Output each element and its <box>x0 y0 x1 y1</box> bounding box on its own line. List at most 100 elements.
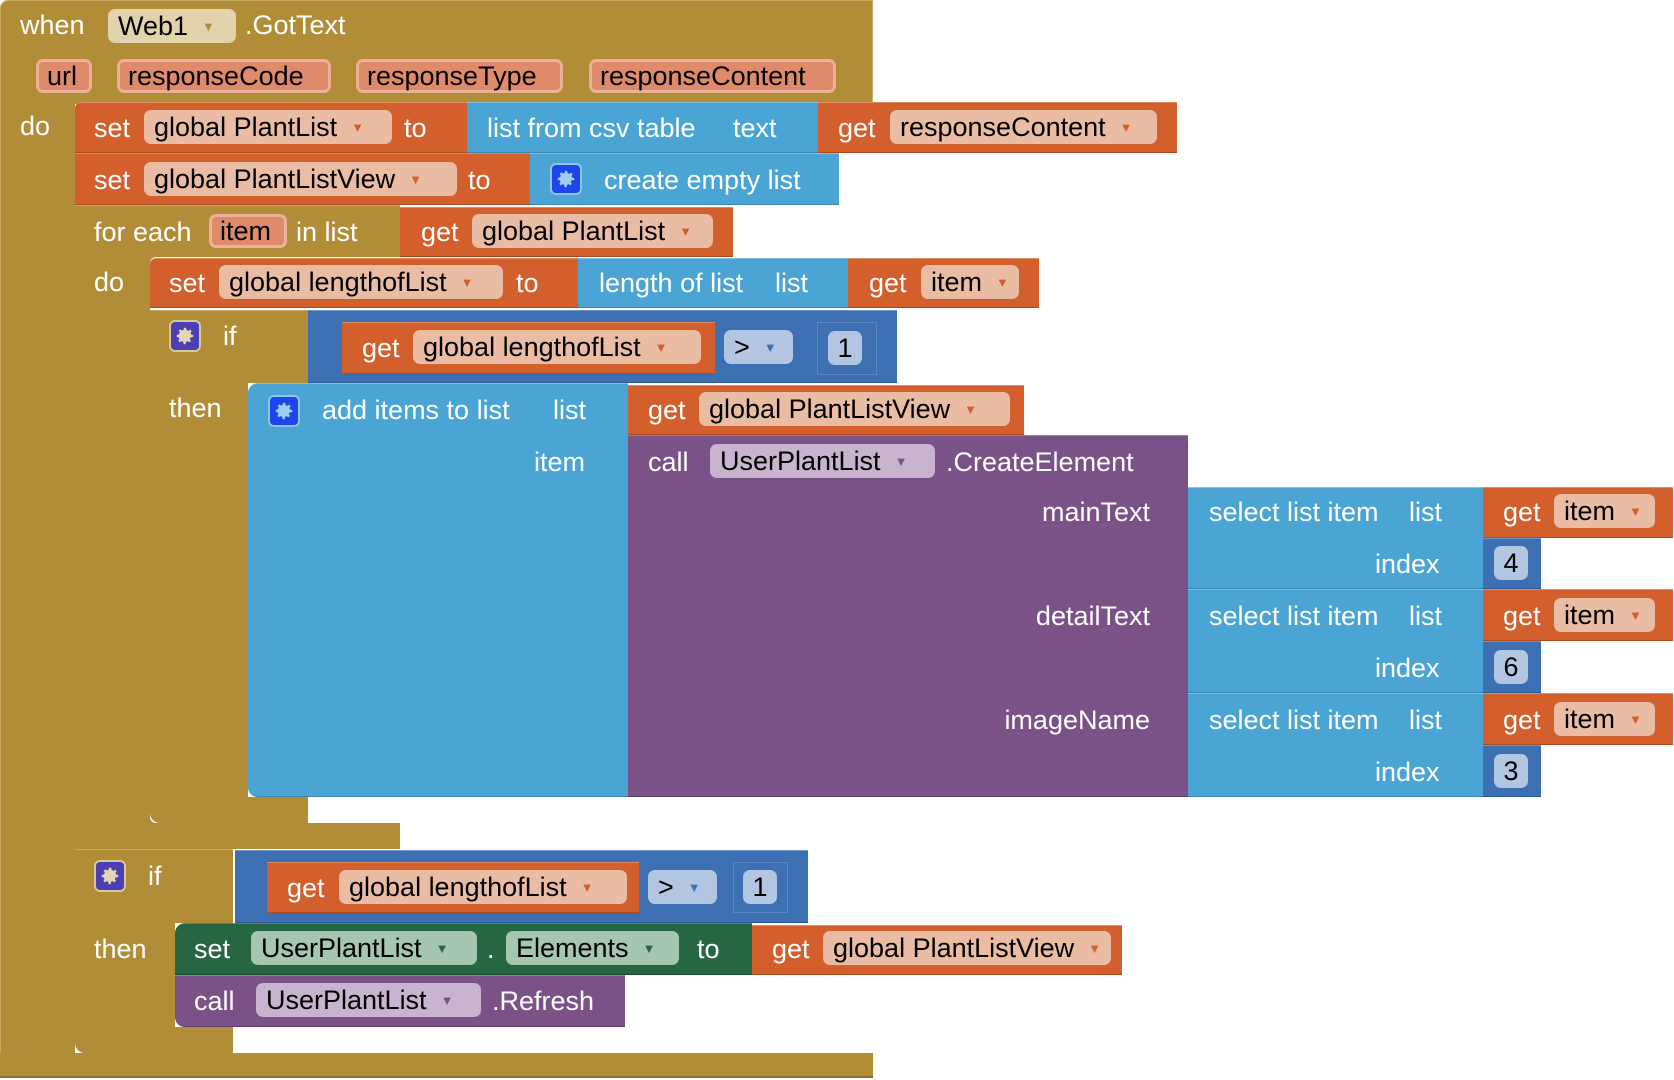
component-dropdown-userplantlist[interactable]: UserPlantList▼ <box>251 931 477 965</box>
set-label: set <box>169 268 206 298</box>
variable-dropdown-lengthoflist[interactable]: global lengthofList▼ <box>219 265 503 299</box>
select-list-item-block[interactable] <box>1188 589 1483 693</box>
variable-name: global PlantList <box>154 112 338 142</box>
if-label: if <box>148 861 162 891</box>
triangle-down-icon: ▼ <box>894 454 908 469</box>
number-field[interactable]: 6 <box>1494 650 1528 684</box>
for-each-item-variable[interactable]: item <box>209 214 287 248</box>
property-name: Elements <box>516 933 629 963</box>
component-dropdown-web1[interactable]: Web1▼ <box>108 9 236 43</box>
gear-icon[interactable] <box>268 395 300 427</box>
select-list-item-block[interactable] <box>1188 487 1483 589</box>
to-label: to <box>516 268 539 298</box>
operator-symbol: > <box>658 872 674 902</box>
get-label: get <box>1503 601 1541 631</box>
set-label: set <box>94 113 131 143</box>
triangle-down-icon: ▼ <box>964 402 978 417</box>
event-param-responsetype[interactable]: responseType <box>356 59 563 93</box>
component-name: UserPlantList <box>720 446 881 476</box>
get-label: get <box>421 217 459 247</box>
triangle-down-icon: ▼ <box>202 19 215 34</box>
variable-dropdown-lengthoflist[interactable]: global lengthofList▼ <box>339 870 627 904</box>
get-label: get <box>838 113 876 143</box>
variable-dropdown-item[interactable]: item ▼ <box>921 265 1019 299</box>
method-label: .Refresh <box>492 986 595 1016</box>
gear-icon[interactable] <box>94 860 126 892</box>
triangle-down-icon: ▼ <box>440 993 454 1008</box>
triangle-down-icon: ▼ <box>687 880 701 895</box>
variable-dropdown-item[interactable]: item▼ <box>1554 702 1655 736</box>
add-items-label: add items to list <box>322 395 510 425</box>
call-createelement-block[interactable] <box>628 435 1188 797</box>
gear-icon[interactable] <box>550 163 582 195</box>
variable-name: responseContent <box>900 112 1106 142</box>
event-param-responsecode[interactable]: responseCode <box>117 59 331 93</box>
component-dropdown-userplantlist[interactable]: UserPlantList ▼ <box>710 444 935 478</box>
get-label: get <box>772 934 810 964</box>
call-label: call <box>194 986 235 1016</box>
operator-symbol: > <box>734 332 750 362</box>
list-from-csv-label: list from csv table <box>487 113 696 143</box>
event-do-label: do <box>20 111 51 141</box>
index-socket-label: index <box>1375 549 1440 579</box>
triangle-down-icon: ▼ <box>654 340 668 355</box>
variable-name: item <box>1564 704 1616 734</box>
variable-name: global lengthofList <box>229 267 447 297</box>
variable-dropdown-plantlistview[interactable]: global PlantListView▼ <box>823 931 1111 965</box>
list-socket-label: list <box>1409 601 1442 631</box>
number-field[interactable]: 4 <box>1494 546 1528 580</box>
variable-name: item <box>1564 496 1616 526</box>
gear-icon[interactable] <box>169 320 201 352</box>
arg-label-detailtext: detailText <box>1035 601 1150 631</box>
number-field[interactable]: 3 <box>1494 754 1528 788</box>
variable-name: global lengthofList <box>423 332 641 362</box>
triangle-down-icon: ▼ <box>996 275 1009 290</box>
text-socket-label: text <box>733 113 777 143</box>
event-name-label: .GotText <box>245 10 346 40</box>
variable-dropdown-plantlistview[interactable]: global PlantListView▼ <box>144 162 457 196</box>
variable-name: global PlantListView <box>709 394 951 424</box>
then-label: then <box>169 393 222 423</box>
item-socket-label: item <box>534 447 586 477</box>
property-dropdown-elements[interactable]: Elements ▼ <box>506 931 679 965</box>
then-label: then <box>94 934 147 964</box>
triangle-down-icon: ▼ <box>1088 941 1102 956</box>
variable-dropdown-plantlistview[interactable]: global PlantListView ▼ <box>699 392 1010 426</box>
variable-dropdown-item[interactable]: item▼ <box>1554 494 1655 528</box>
variable-name: item <box>931 267 983 297</box>
operator-dropdown[interactable]: >▼ <box>724 330 793 364</box>
get-label: get <box>648 395 686 425</box>
set-label: set <box>194 934 231 964</box>
variable-dropdown-plantlist[interactable]: global PlantList▼ <box>472 214 713 248</box>
variable-dropdown-lengthoflist[interactable]: global lengthofList ▼ <box>413 330 701 364</box>
get-label: get <box>287 873 325 903</box>
length-of-list-block[interactable] <box>578 258 848 308</box>
variable-dropdown-plantlist[interactable]: global PlantList ▼ <box>144 110 392 144</box>
to-label: to <box>468 165 491 195</box>
list-from-csv-table-block[interactable] <box>467 102 818 153</box>
dot-label: . <box>487 934 495 964</box>
arg-label-maintext: mainText <box>1041 497 1150 527</box>
variable-dropdown-responsecontent[interactable]: responseContent ▼ <box>890 110 1157 144</box>
event-bottom-bar <box>0 1053 873 1078</box>
triangle-down-icon: ▼ <box>351 120 364 135</box>
component-name: UserPlantList <box>266 985 427 1015</box>
component-dropdown-userplantlist[interactable]: UserPlantList ▼ <box>256 983 481 1017</box>
triangle-down-icon: ▼ <box>1119 120 1133 135</box>
event-param-responsecontent[interactable]: responseContent <box>589 59 836 93</box>
number-field[interactable]: 1 <box>743 870 777 904</box>
call-label: call <box>648 447 689 477</box>
add-items-to-list-block[interactable] <box>248 383 628 797</box>
triangle-down-icon: ▼ <box>435 941 449 956</box>
triangle-down-icon: ▼ <box>642 941 656 956</box>
event-param-url[interactable]: url <box>36 59 92 93</box>
variable-dropdown-item[interactable]: item▼ <box>1554 598 1655 632</box>
get-label: get <box>869 268 907 298</box>
for-each-label: for each <box>94 217 192 247</box>
event-when-label: when <box>20 10 85 40</box>
select-list-item-block[interactable] <box>1188 693 1483 797</box>
triangle-down-icon: ▼ <box>1629 608 1642 623</box>
for-each-do-label: do <box>94 267 125 297</box>
number-field[interactable]: 1 <box>828 331 862 365</box>
operator-dropdown[interactable]: >▼ <box>648 870 717 904</box>
